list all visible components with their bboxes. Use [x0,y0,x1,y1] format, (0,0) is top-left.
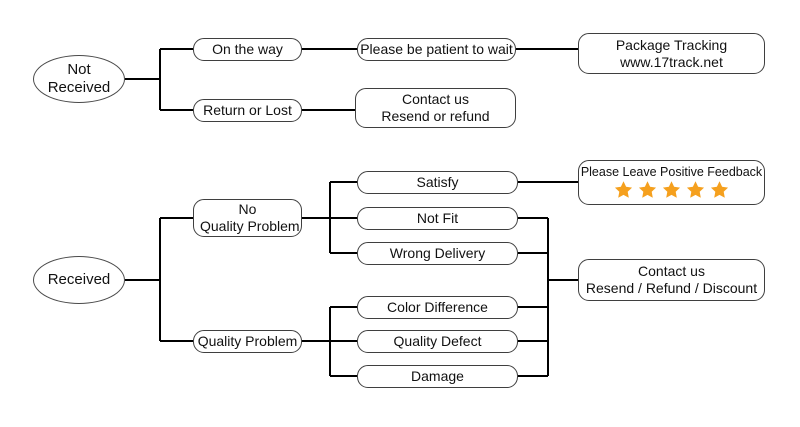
node-damage-label: Damage [411,368,464,385]
node-package-tracking[interactable]: Package Tracking www.17track.net [578,33,765,74]
node-not-received[interactable]: Not Received [33,55,125,103]
node-not-received-line1: Not [67,61,91,79]
node-wrong-delivery-label: Wrong Delivery [389,245,486,262]
node-satisfy-label: Satisfy [416,174,459,191]
node-received-label: Received [47,271,111,289]
node-return-or-lost[interactable]: Return or Lost [193,99,302,122]
node-not-fit[interactable]: Not Fit [357,207,518,230]
node-contact-discount-line1: Contact us [638,263,705,280]
node-package-tracking-line2: www.17track.net [620,53,723,70]
node-return-or-lost-label: Return or Lost [203,102,292,119]
node-received[interactable]: Received [33,256,125,304]
star-icon[interactable] [614,180,633,199]
node-no-quality-problem-line1: No [238,201,257,218]
node-on-the-way[interactable]: On the way [193,38,302,61]
node-on-the-way-label: On the way [212,41,283,58]
node-damage[interactable]: Damage [357,365,518,388]
node-no-quality-problem-line2: Quality Problem [200,218,300,234]
node-please-be-patient[interactable]: Please be patient to wait [357,38,516,61]
node-quality-problem[interactable]: Quality Problem [193,330,302,353]
node-quality-problem-label: Quality Problem [197,333,298,350]
node-color-difference-label: Color Difference [387,299,488,316]
node-quality-defect-label: Quality Defect [393,333,482,350]
node-contact-resend-refund[interactable]: Contact us Resend or refund [355,88,516,128]
node-satisfy[interactable]: Satisfy [357,171,518,194]
star-rating[interactable] [614,180,729,199]
star-icon[interactable] [710,180,729,199]
node-color-difference[interactable]: Color Difference [357,296,518,319]
node-contact-resend-refund-line2: Resend or refund [381,108,490,124]
node-not-received-line2: Received [47,79,111,96]
node-positive-feedback[interactable]: Please Leave Positive Feedback [578,160,765,205]
node-package-tracking-line1: Package Tracking [615,36,728,53]
node-no-quality-problem[interactable]: No Quality Problem [193,199,302,237]
node-wrong-delivery[interactable]: Wrong Delivery [357,242,518,265]
node-contact-discount-line2: Resend / Refund / Discount [585,280,758,296]
star-icon[interactable] [686,180,705,199]
feedback-title: Please Leave Positive Feedback [580,164,763,179]
node-quality-defect[interactable]: Quality Defect [357,330,518,353]
node-not-fit-label: Not Fit [416,210,459,227]
node-contact-resend-refund-discount[interactable]: Contact us Resend / Refund / Discount [578,259,765,301]
node-please-be-patient-label: Please be patient to wait [360,41,513,58]
node-contact-resend-refund-line1: Contact us [402,91,469,108]
star-icon[interactable] [638,180,657,199]
star-icon[interactable] [662,180,681,199]
